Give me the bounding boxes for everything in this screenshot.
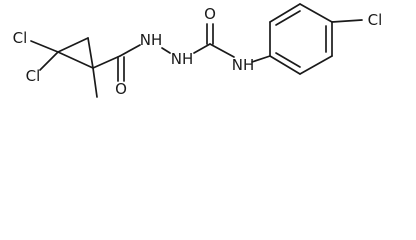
- benzene-bond-4: [299, 3, 333, 23]
- ring-bond-b: [87, 37, 94, 69]
- atom-cl-top-left: Cl: [13, 29, 28, 47]
- atom-cl-bottom-left: Cl: [26, 67, 41, 85]
- ring-bond-c: [57, 51, 94, 69]
- atom-cl-para: Cl: [368, 11, 383, 29]
- atom-carbonyl-o-left: O: [115, 80, 127, 98]
- atom-hydrazide-nh-1: NH: [140, 31, 163, 49]
- cl-bond-top: [30, 40, 59, 53]
- atom-amide-nh: NH: [232, 56, 255, 74]
- amide-nh-to-ring-bond: [251, 55, 271, 63]
- carbonyl-to-amide-nh-bond: [209, 43, 235, 58]
- methyl-bond: [92, 67, 98, 98]
- nh2-to-carbonyl-bond: [193, 43, 211, 54]
- benzene-bond-2: [299, 55, 333, 75]
- benzene-inner-double-3: [275, 10, 301, 26]
- benzene-inner-double-1: [275, 52, 301, 68]
- benzene-bond-1: [269, 55, 301, 75]
- atom-hydrazide-nh-2: NH: [171, 50, 194, 68]
- nh1-to-nh2-bond: [161, 47, 171, 54]
- chemical-structure: Cl Cl O NH NH O NH Cl: [0, 0, 416, 111]
- atom-carbonyl-o-right: O: [204, 5, 216, 23]
- cl-bond-bottom: [39, 51, 59, 71]
- carbonyl-to-nh1-bond: [119, 44, 141, 57]
- ring-bond-a: [57, 37, 89, 53]
- benzene-bond-5: [269, 3, 301, 23]
- para-cl-bond: [331, 19, 363, 23]
- ring-to-carbonyl-bond: [92, 55, 121, 69]
- molecule-drawing: Cl Cl O NH NH O NH Cl: [13, 3, 383, 98]
